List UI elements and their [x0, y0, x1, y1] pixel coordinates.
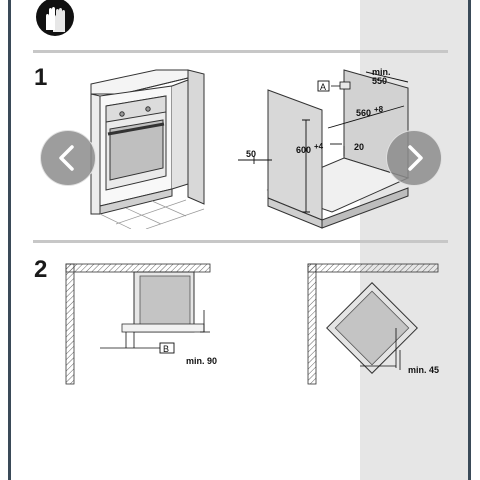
chevron-left-icon	[59, 145, 74, 171]
previous-slide-button[interactable]	[40, 130, 96, 186]
niche-height-tolerance: +4	[314, 142, 324, 151]
niche-width-min: 550	[372, 76, 387, 86]
niche-dimension-50: 50	[246, 149, 256, 159]
corner-left-label-b: B	[163, 344, 169, 354]
step-number-1: 1	[34, 64, 48, 91]
niche-height-value: 600	[296, 145, 311, 155]
corner-installation-left: B min. 90	[65, 263, 217, 385]
niche-dimension-20: 20	[354, 142, 364, 152]
corner-left-clearance: min. 90	[186, 356, 217, 366]
niche-depth-tolerance: +8	[374, 105, 384, 114]
frame-left-border	[8, 0, 11, 480]
niche-min-word: min.	[372, 67, 391, 77]
niche-depth-value: 560	[356, 108, 371, 118]
frame-right-border	[468, 0, 471, 480]
chevron-right-icon	[408, 145, 423, 171]
next-slide-button[interactable]	[386, 130, 442, 186]
section-divider-top	[33, 50, 448, 53]
section-divider-middle	[33, 240, 448, 243]
gloves-icon	[36, 0, 74, 36]
step-number-2: 2	[34, 256, 48, 283]
corner-installation-right: min. 45	[307, 263, 439, 385]
niche-label-a: A	[320, 82, 326, 92]
corner-right-clearance: min. 45	[408, 365, 439, 375]
oven-illustration	[90, 69, 205, 229]
